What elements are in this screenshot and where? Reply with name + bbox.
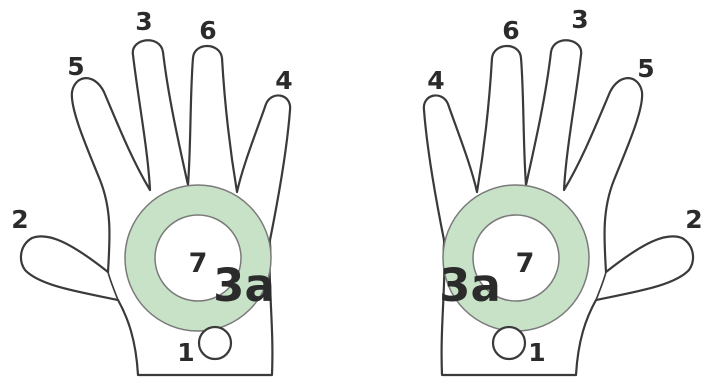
left-ring-area-label: 3a	[213, 259, 275, 312]
right-wrist-label: 1	[528, 338, 545, 367]
left-ring-finger-label: 3	[135, 7, 152, 36]
left-thumb-label: 2	[11, 205, 28, 234]
left-hand: 2 5 3 6 4 1 7 3a	[11, 7, 292, 375]
right-index-finger-label: 4	[427, 66, 444, 95]
right-center-label: 7	[516, 248, 535, 279]
right-thumb-label: 2	[685, 205, 702, 234]
left-wrist-circle	[199, 327, 231, 359]
right-ring-finger-label: 3	[571, 5, 588, 34]
right-ring-area-label: 3a	[439, 259, 501, 312]
right-hand-shapes	[424, 40, 693, 375]
left-index-finger-label: 4	[275, 66, 292, 95]
right-hand: 2 5 3 6 4 1 7 3a	[424, 5, 703, 375]
right-middle-finger-label: 6	[502, 16, 519, 45]
right-wrist-circle	[493, 327, 525, 359]
left-center-label: 7	[189, 248, 208, 279]
left-middle-finger-label: 6	[199, 16, 216, 45]
left-wrist-label: 1	[177, 338, 194, 367]
left-pinky-label: 5	[67, 52, 84, 81]
right-pinky-label: 5	[637, 54, 654, 83]
